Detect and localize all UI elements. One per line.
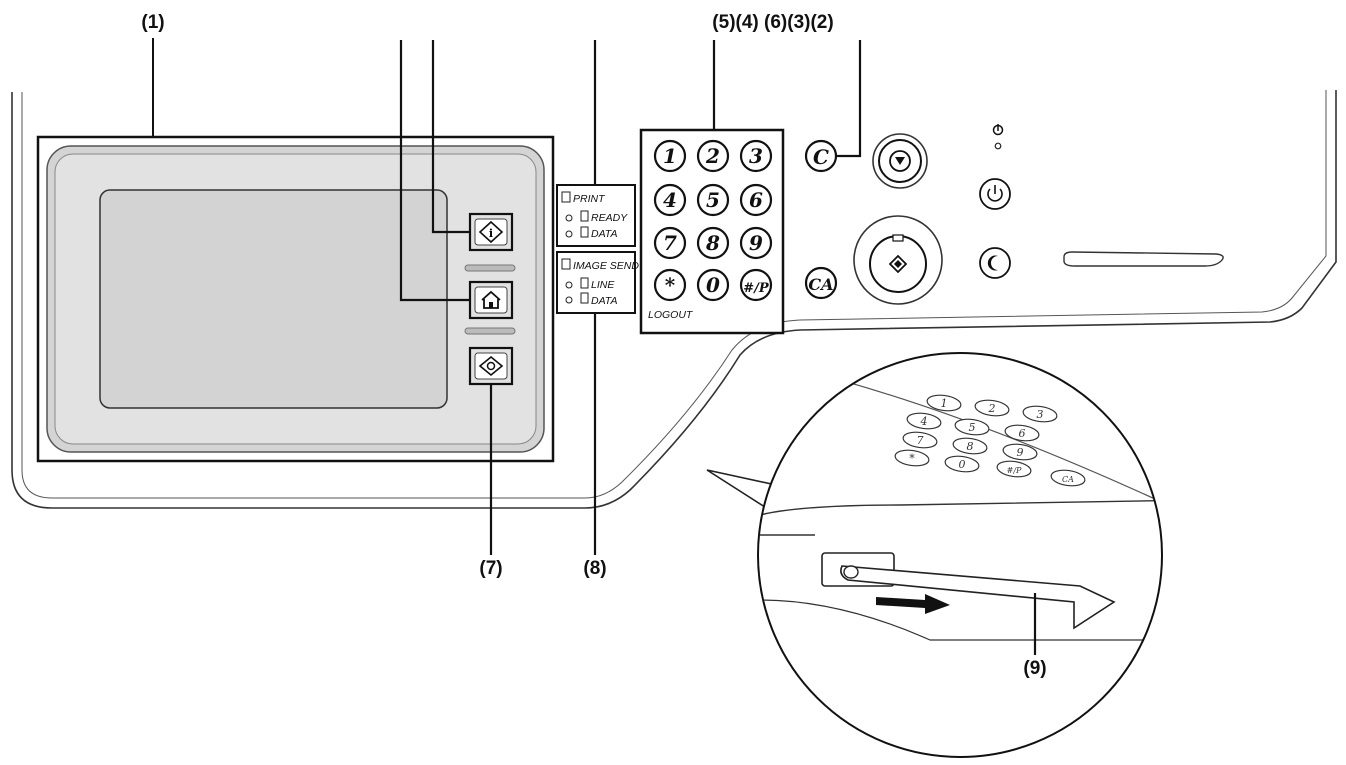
image-send-line-label: LINE — [591, 279, 615, 291]
keypad-key-label: 4 — [663, 188, 677, 212]
detail-key-5: 5 — [954, 418, 990, 436]
keypad-key-6[interactable]: 6 — [739, 183, 773, 217]
main-power-icon — [992, 124, 1004, 136]
keypad-key-label: 9 — [749, 231, 763, 255]
system-settings-icon — [478, 355, 504, 377]
detail-key-8: 8 — [952, 437, 988, 455]
system-settings-button[interactable] — [468, 346, 514, 386]
detail-key-label: 1 — [941, 397, 948, 410]
svg-text:i: i — [489, 227, 493, 240]
callout-9: (9) — [1023, 658, 1046, 679]
keypad-key-1[interactable]: 1 — [653, 139, 687, 173]
clear-all-button[interactable]: CA — [804, 266, 838, 300]
detail-key-program: #/P — [996, 460, 1032, 478]
detail-key-3: 3 — [1022, 405, 1058, 423]
power-icon — [987, 185, 1003, 202]
detail-key-4: 4 — [906, 412, 942, 430]
detail-key-asterisk: * — [894, 449, 930, 467]
keypad-key-8[interactable]: 8 — [696, 226, 730, 260]
keypad-key-3[interactable]: 3 — [739, 139, 773, 173]
print-ready-label: READY — [591, 212, 628, 224]
keypad-key-asterisk[interactable]: * — [653, 268, 687, 302]
keypad-key-label: * — [665, 273, 676, 297]
keypad-key-4[interactable]: 4 — [653, 183, 687, 217]
keypad-key-label: 2 — [705, 144, 720, 168]
detail-key-label: 6 — [1019, 427, 1026, 440]
home-button[interactable] — [468, 280, 514, 320]
keypad-key-label: 7 — [663, 231, 677, 255]
callout-5-4-6-3-2: (5)(4) (6)(3)(2) — [712, 12, 833, 33]
detail-key-2: 2 — [974, 399, 1010, 417]
keypad-key-label: 8 — [705, 231, 720, 255]
detail-magnifier-border — [757, 352, 1163, 758]
keypad-key-label: 0 — [706, 273, 720, 297]
detail-key-CA: CA — [1050, 469, 1086, 487]
callout-7: (7) — [479, 558, 502, 579]
keypad-key-label: 1 — [663, 144, 677, 168]
numeric-keypad: 1 2 3 4 5 6 7 8 9 * 0 #/P — [653, 139, 773, 302]
detail-key-label: 2 — [988, 402, 996, 415]
home-icon — [481, 290, 501, 309]
callout-8: (8) — [583, 558, 606, 579]
detail-key-9: 9 — [1002, 443, 1038, 461]
image-send-data-label: DATA — [591, 295, 617, 307]
detail-key-1: 1 — [926, 394, 962, 412]
keypad-key-2[interactable]: 2 — [696, 139, 730, 173]
detail-key-label: #/P — [1007, 466, 1022, 475]
detail-keypad: 1 2 3 4 5 6 7 8 9 * 0 #/P CA — [894, 394, 1086, 487]
detail-key-label: 8 — [967, 440, 974, 453]
print-data-label: DATA — [591, 228, 617, 240]
image-send-title: IMAGE SEND — [573, 260, 639, 272]
start-icon — [888, 254, 908, 274]
detail-key-label: 7 — [917, 434, 924, 447]
job-status-button[interactable]: i — [468, 212, 514, 252]
keypad-key-9[interactable]: 9 — [739, 226, 773, 260]
touch-panel-frame — [36, 135, 555, 463]
stop-button[interactable] — [872, 133, 928, 189]
svg-text:C: C — [813, 145, 829, 169]
main-power-indicator — [992, 124, 1004, 150]
svg-text:CA: CA — [808, 275, 833, 294]
power-save-button[interactable] — [979, 247, 1011, 279]
detail-key-label: 4 — [920, 415, 928, 428]
power-button[interactable] — [979, 178, 1011, 210]
detail-key-label: * — [909, 452, 915, 465]
detail-key-label: 3 — [1037, 408, 1044, 421]
logout-label: LOGOUT — [648, 309, 694, 321]
detail-key-label: 5 — [969, 421, 976, 434]
detail-key-6: 6 — [1004, 424, 1040, 442]
keypad-key-label: #/P — [743, 281, 770, 296]
keypad-key-label: 6 — [749, 188, 763, 212]
power-save-icon — [987, 255, 998, 271]
stop-icon — [889, 150, 911, 172]
keypad-key-program[interactable]: #/P — [739, 268, 773, 302]
image-send-indicator-panel: IMAGE SEND LINE DATA — [556, 251, 639, 314]
clear-button[interactable]: C — [804, 139, 838, 173]
keypad-key-0[interactable]: 0 — [696, 268, 730, 302]
start-button[interactable] — [853, 215, 943, 305]
detail-key-label: 0 — [959, 458, 966, 471]
detail-key-label: CA — [1062, 475, 1074, 484]
pull-direction-arrow — [876, 594, 950, 614]
touch-panel-screen[interactable] — [99, 189, 448, 409]
detail-key-label: 9 — [1017, 446, 1024, 459]
print-title: PRINT — [573, 193, 606, 205]
job-status-icon: i — [478, 220, 504, 244]
callout-1: (1) — [141, 12, 164, 33]
stylus-pen[interactable] — [840, 565, 1116, 630]
keypad-key-7[interactable]: 7 — [653, 226, 687, 260]
detail-key-7: 7 — [902, 431, 938, 449]
detail-key-0: 0 — [944, 455, 980, 473]
keypad-key-label: 3 — [749, 144, 763, 168]
keypad-key-label: 5 — [706, 188, 720, 212]
print-indicator-panel: PRINT READY DATA — [556, 184, 636, 247]
keypad-key-5[interactable]: 5 — [696, 183, 730, 217]
detail-magnifier: 1 2 3 4 5 6 7 8 9 * 0 #/P CA — [758, 353, 1162, 757]
output-slot — [1063, 251, 1224, 267]
